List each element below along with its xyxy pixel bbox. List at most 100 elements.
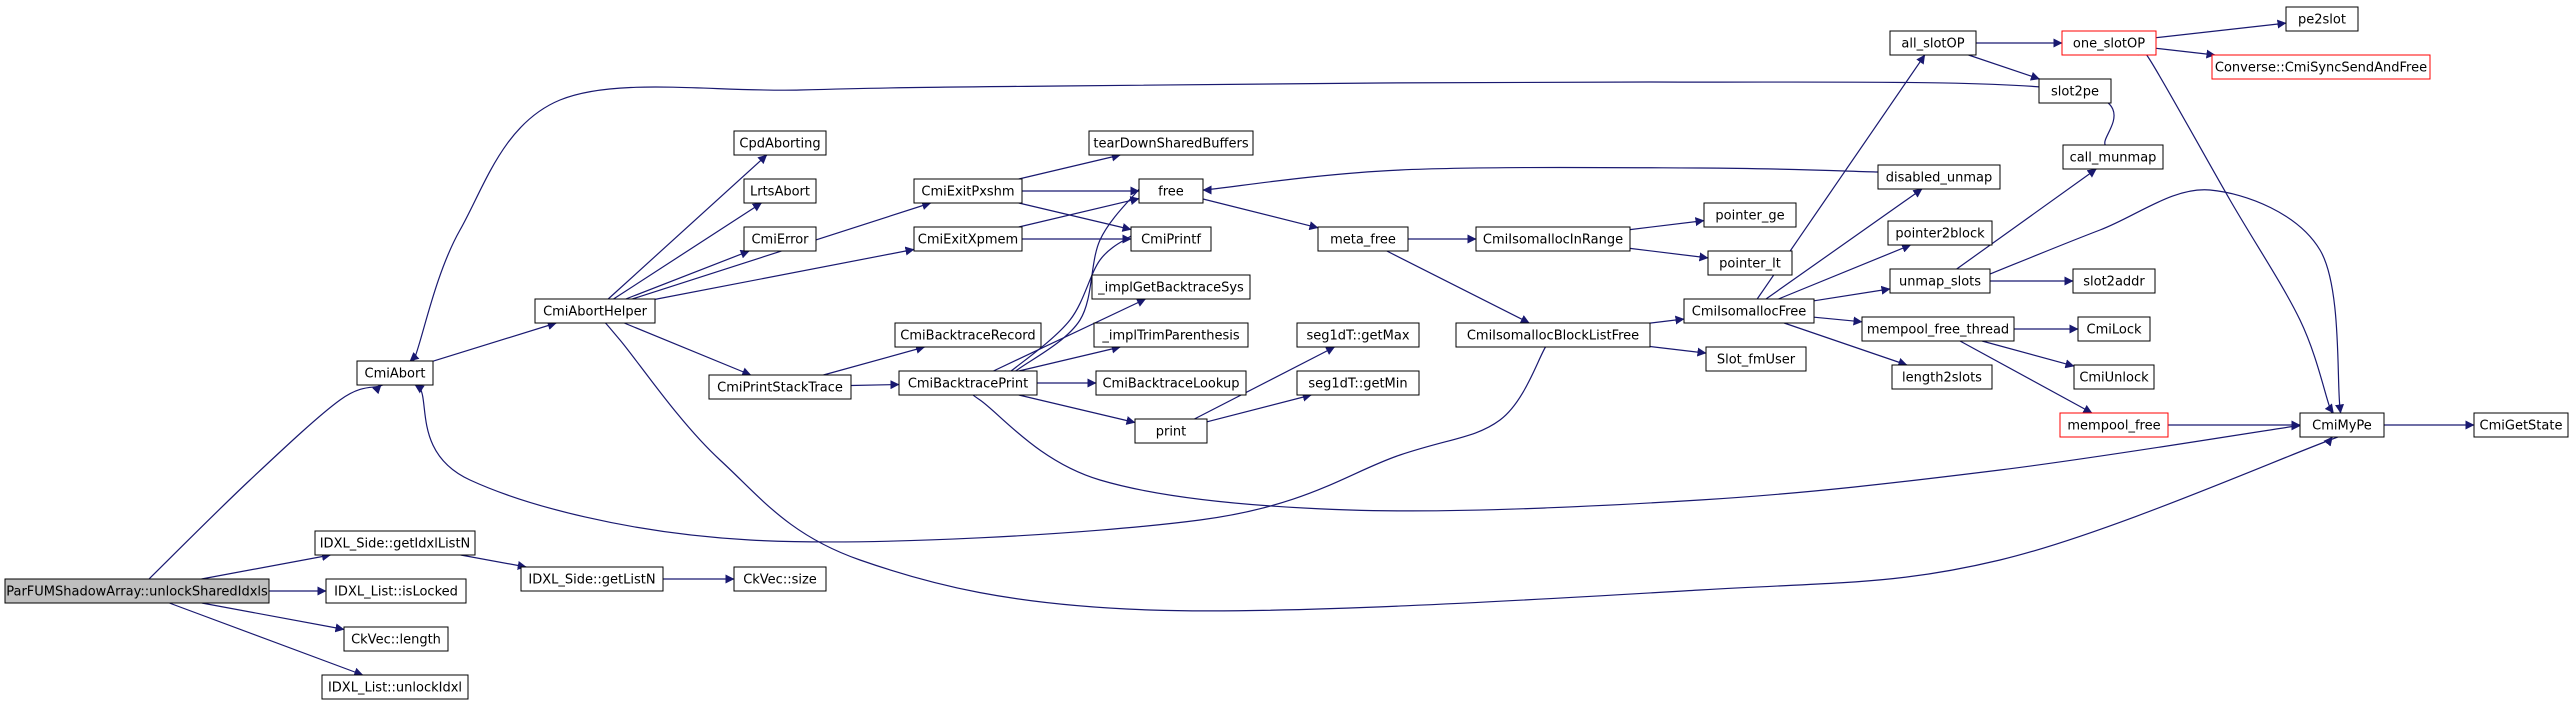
node-cmiisomallocblocklistfree[interactable]: CmiIsomallocBlockListFree xyxy=(1455,322,1651,348)
node-box xyxy=(913,178,1023,204)
node-box xyxy=(1091,274,1251,300)
node-box xyxy=(733,130,827,156)
node-impltrimparenthesis[interactable]: _implTrimParenthesis xyxy=(1093,322,1249,348)
node-label: CkVec::size xyxy=(743,573,817,588)
node-disabled_unmap[interactable]: disabled_unmap xyxy=(1877,164,2001,190)
node-cmiexitxpmem[interactable]: CmiExitXpmem xyxy=(913,226,1023,252)
node-box xyxy=(1705,346,1807,372)
node-label: slot2addr xyxy=(2083,275,2145,290)
node-implgetbacktracesys[interactable]: _implGetBacktraceSys xyxy=(1091,274,1251,300)
node-all_slotop[interactable]: all_slotOP xyxy=(1889,30,1977,56)
node-cmiisomallocfree[interactable]: CmiIsomallocFree xyxy=(1683,298,1815,324)
node-cmibacktracerecord[interactable]: CmiBacktraceRecord xyxy=(894,322,1042,348)
node-pe2slot[interactable]: pe2slot xyxy=(2285,6,2359,32)
edge-cmiisomallocfree-to-length2slots xyxy=(1783,322,1908,367)
node-label: mempool_free_thread xyxy=(1867,323,2009,338)
node-cmigetstate[interactable]: CmiGetState xyxy=(2473,412,2569,438)
node-slot_fmuser[interactable]: Slot_fmUser xyxy=(1705,346,1807,372)
node-cmiexitpxshm[interactable]: CmiExitPxshm xyxy=(913,178,1023,204)
edge-unmap_slots-to-call_munmap xyxy=(1956,168,2097,270)
node-cmiunlock[interactable]: CmiUnlock xyxy=(2073,364,2155,390)
node-label: CmiIsomallocFree xyxy=(1692,305,1806,320)
node-pointer_ge[interactable]: pointer_ge xyxy=(1703,202,1797,228)
node-free[interactable]: free xyxy=(1138,178,1204,204)
node-idxl_list_islocked[interactable]: IDXL_List::isLocked xyxy=(325,578,467,604)
node-label: all_slotOP xyxy=(1901,37,1964,52)
node-cmierror[interactable]: CmiError xyxy=(743,226,817,252)
node-box xyxy=(534,298,656,324)
node-label: CmiBacktraceRecord xyxy=(900,329,1035,344)
edge-cmiaborthelper-to-cmiexitxpmem xyxy=(654,246,915,300)
node-print[interactable]: print xyxy=(1134,418,1208,444)
node-cmiisomallocinrange[interactable]: CmiIsomallocInRange xyxy=(1475,226,1631,252)
node-slot2addr[interactable]: slot2addr xyxy=(2072,268,2156,294)
node-idxl_side_getidxllistn[interactable]: IDXL_Side::getIdxlListN xyxy=(314,530,476,556)
node-box xyxy=(2061,30,2157,56)
node-lrtsabort[interactable]: LrtsAbort xyxy=(743,178,817,204)
node-label: length2slots xyxy=(1902,371,1982,386)
node-mempool_free[interactable]: mempool_free xyxy=(2059,412,2169,438)
node-label: CpdAborting xyxy=(739,137,820,152)
node-cmiaborthelper[interactable]: CmiAbortHelper xyxy=(534,298,656,324)
node-box xyxy=(1861,316,2015,342)
edge-one_slotop-to-pe2slot xyxy=(2155,19,2287,39)
edge-all_slotop-to-slot2pe xyxy=(1968,54,2040,81)
node-idxl_list_unlockidxl[interactable]: IDXL_List::unlockIdxl xyxy=(321,674,469,700)
node-box xyxy=(743,226,817,252)
node-idxl_side_getlistn[interactable]: IDXL_Side::getListN xyxy=(520,566,664,592)
node-cmilock[interactable]: CmiLock xyxy=(2077,316,2151,342)
node-root[interactable]: ParFUMShadowArray::unlockSharedIdxls xyxy=(4,578,270,604)
node-cmiprintstacktrace[interactable]: CmiPrintStackTrace xyxy=(708,374,852,400)
node-box xyxy=(1703,202,1797,228)
node-seg1dt_getmin[interactable]: seg1dT::getMin xyxy=(1296,370,1420,396)
function-nodes: ParFUMShadowArray::unlockSharedIdxlsIDXL… xyxy=(4,6,2569,700)
node-box xyxy=(1088,130,1254,156)
node-slot2pe[interactable]: slot2pe xyxy=(2038,78,2112,104)
node-pointer_lt[interactable]: pointer_lt xyxy=(1707,250,1793,276)
node-cmimype[interactable]: CmiMyPe xyxy=(2299,412,2385,438)
node-box xyxy=(4,578,270,604)
node-meta_free[interactable]: meta_free xyxy=(1317,226,1409,252)
node-label: tearDownSharedBuffers xyxy=(1093,137,1248,152)
node-label: call_munmap xyxy=(2070,151,2157,166)
node-box xyxy=(1095,370,1247,396)
node-label: unmap_slots xyxy=(1899,275,1981,290)
node-box xyxy=(2473,412,2569,438)
node-call_munmap[interactable]: call_munmap xyxy=(2062,144,2164,170)
node-box xyxy=(913,226,1023,252)
node-length2slots[interactable]: length2slots xyxy=(1891,364,1993,390)
node-converse_cmisyncsendandfree[interactable]: Converse::CmiSyncSendAndFree xyxy=(2211,54,2431,80)
node-box xyxy=(2059,412,2169,438)
node-box xyxy=(321,674,469,700)
node-pointer2block[interactable]: pointer2block xyxy=(1887,220,1993,246)
edge-mempool_free_thread-to-cmiunlock xyxy=(1981,340,2075,369)
node-mempool_free_thread[interactable]: mempool_free_thread xyxy=(1861,316,2015,342)
edge-cmibacktraceprint-to-implgetbacktracesys xyxy=(993,298,1147,372)
node-cpdaborting[interactable]: CpdAborting xyxy=(733,130,827,156)
node-teardownsharedbuffers[interactable]: tearDownSharedBuffers xyxy=(1088,130,1254,156)
node-cmibacktraceprint[interactable]: CmiBacktracePrint xyxy=(898,370,1038,396)
node-label: CmiAbortHelper xyxy=(543,305,648,320)
node-label: pe2slot xyxy=(2298,13,2346,28)
node-ckvec_length[interactable]: CkVec::length xyxy=(343,626,449,652)
node-label: CmiIsomallocBlockListFree xyxy=(1467,329,1639,344)
node-label: CmiIsomallocInRange xyxy=(1483,233,1623,248)
node-box xyxy=(2299,412,2385,438)
node-cmiprintf[interactable]: CmiPrintf xyxy=(1130,226,1212,252)
node-ckvec_size[interactable]: CkVec::size xyxy=(733,566,827,592)
node-unmap_slots[interactable]: unmap_slots xyxy=(1889,268,1991,294)
node-box xyxy=(1134,418,1208,444)
node-label: CmiExitPxshm xyxy=(921,185,1014,200)
edge-cmiisomallocfree-to-unmap_slots xyxy=(1813,285,1891,302)
node-cmiabort[interactable]: CmiAbort xyxy=(356,360,434,386)
node-box xyxy=(1475,226,1631,252)
edge-cmiisomallocinrange-to-pointer_ge xyxy=(1629,217,1705,231)
node-cmibacktracelookup[interactable]: CmiBacktraceLookup xyxy=(1095,370,1247,396)
node-seg1dt_getmax[interactable]: seg1dT::getMax xyxy=(1296,322,1420,348)
edge-cmiexitpxshm-to-teardownsharedbuffers xyxy=(1018,152,1121,180)
edge-root-to-ckvec_length xyxy=(201,602,345,633)
node-label: CmiMyPe xyxy=(2312,419,2372,434)
node-box xyxy=(1296,370,1420,396)
edge-cmiaborthelper-to-lrtsabort xyxy=(613,202,762,300)
node-one_slotop[interactable]: one_slotOP xyxy=(2061,30,2157,56)
